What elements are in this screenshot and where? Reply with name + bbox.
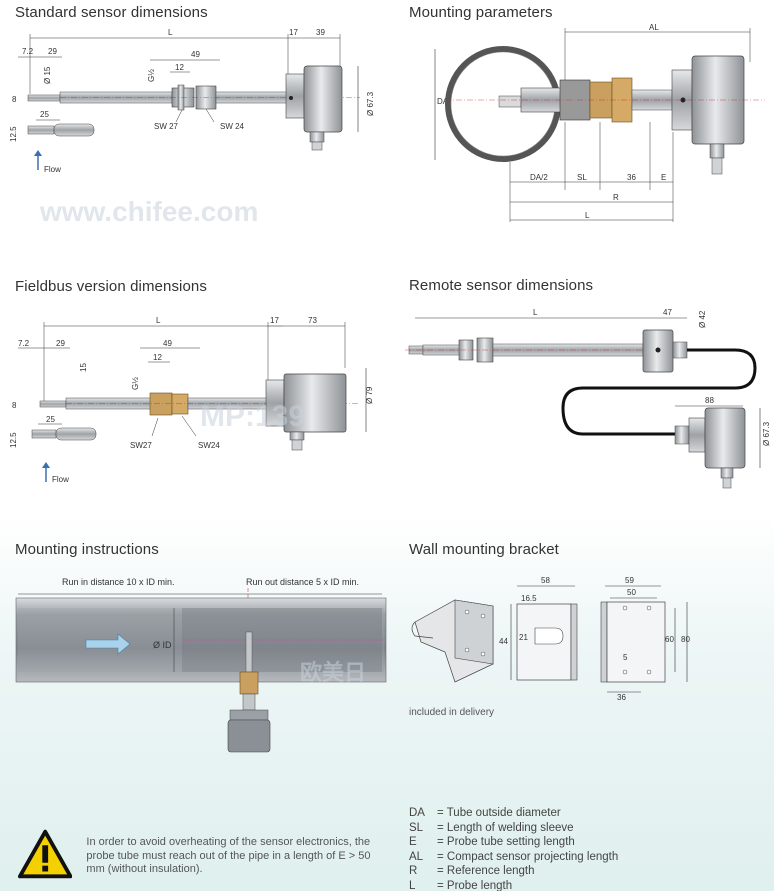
dim-fb-12: 12 xyxy=(153,353,162,362)
label-id: Ø ID xyxy=(153,640,172,650)
dim-br-50: 50 xyxy=(627,588,636,597)
legend-key: R xyxy=(409,865,418,877)
dim-fb-7-2: 7.2 xyxy=(18,339,30,348)
dim-8: 8 xyxy=(12,95,17,104)
warning-text: In order to avoid overheating of the sen… xyxy=(86,836,371,875)
dim-d15: Ø 15 xyxy=(43,66,52,84)
wall-bracket-drawing: 58 16.5 44 21 59 50 60 80 5 36 xyxy=(411,576,690,702)
dim-br-16-5: 16.5 xyxy=(521,594,537,603)
dim-12: 12 xyxy=(175,63,184,72)
fieldbus-drawing: L 17 73 7.2 29 49 12 15 G½ 8 Ø 79 SW27 S… xyxy=(9,316,374,484)
dim-DA2: DA/2 xyxy=(530,173,548,182)
dim-SL: SL xyxy=(577,173,587,182)
title-mounting-instructions: Mounting instructions xyxy=(15,541,159,558)
legend-row: L = Probe length xyxy=(409,879,618,891)
title-standard-sensor: Standard sensor dimensions xyxy=(15,4,208,21)
label-flow: Flow xyxy=(44,165,61,174)
legend-row: DA = Tube outside diameter xyxy=(409,806,618,821)
dim-25: 25 xyxy=(40,110,49,119)
legend-text: = Length of welding sleeve xyxy=(437,821,574,834)
dim-rm-42: Ø 42 xyxy=(698,310,707,328)
mounting-parameters-drawing: AL DA DA/2 SL 36 E R L xyxy=(434,23,765,222)
label-run-out: Run out distance 5 x ID min. xyxy=(246,577,359,587)
dim-fb-73: 73 xyxy=(308,316,317,325)
legend-text: = Tube outside diameter xyxy=(437,807,561,819)
legend-key: E xyxy=(409,836,417,848)
legend-key: AL xyxy=(409,850,424,863)
legend-text: = Probe tube setting length xyxy=(437,836,575,848)
dim-AL: AL xyxy=(649,23,659,32)
label-run-in: Run in distance 10 x ID min. xyxy=(62,577,175,587)
dim-rm-L: L xyxy=(533,308,538,317)
dim-rm-88: 88 xyxy=(705,396,714,405)
dim-fb-g12: G½ xyxy=(131,377,140,390)
dim-39: 39 xyxy=(316,28,325,37)
dim-br-80: 80 xyxy=(681,635,690,644)
dim-d67-3: Ø 67.3 xyxy=(366,91,375,116)
dim-DA: DA xyxy=(437,97,449,106)
dim-g12: G½ xyxy=(147,69,156,82)
label-sw27: SW 27 xyxy=(154,122,179,131)
dim-E: E xyxy=(661,173,666,182)
dim-br-58: 58 xyxy=(541,576,550,585)
watermark-chinese: 欧美日 xyxy=(300,660,367,685)
dim-49: 49 xyxy=(191,50,200,59)
dim-fb-79: Ø 79 xyxy=(365,386,374,404)
dim-br-60: 60 xyxy=(665,635,674,644)
remote-sensor-drawing: L 47 Ø 42 88 Ø 67.3 xyxy=(405,308,771,489)
label-fb-flow: Flow xyxy=(52,475,69,484)
legend-key: DA xyxy=(409,807,425,819)
legend-text: = Probe length xyxy=(437,879,513,891)
dim-17: 17 xyxy=(289,28,298,37)
legend-row: R = Reference length xyxy=(409,864,618,879)
dim-36: 36 xyxy=(627,173,636,182)
label-sw24: SW 24 xyxy=(220,122,245,131)
title-wall-bracket: Wall mounting bracket xyxy=(409,541,559,558)
title-fieldbus: Fieldbus version dimensions xyxy=(15,278,207,295)
warning-box: In order to avoid overheating of the sen… xyxy=(18,828,378,886)
dim-br-44: 44 xyxy=(499,637,508,646)
dim-29: 29 xyxy=(48,47,57,56)
mounting-instructions-drawing: Run in distance 10 x ID min. Run out dis… xyxy=(15,577,387,753)
legend-text: = Reference length xyxy=(437,865,535,877)
legend-key: L xyxy=(409,879,416,891)
dim-fb-17: 17 xyxy=(270,316,279,325)
legend-text: = Compact sensor projecting length xyxy=(437,850,619,863)
label-fb-sw24: SW24 xyxy=(198,441,220,450)
standard-sensor-drawing: L 17 39 7.2 29 49 12 G½ Ø 15 8 Ø 67.3 SW… xyxy=(9,28,375,174)
abbreviation-legend: DA = Tube outside diameter SL = Length of … xyxy=(409,806,618,891)
included-in-delivery: included in delivery xyxy=(409,707,495,718)
dim-rm-47: 47 xyxy=(663,308,672,317)
dim-fb-15: 15 xyxy=(79,363,88,372)
dim-7-2: 7.2 xyxy=(22,47,34,56)
label-fb-sw27: SW27 xyxy=(130,441,152,450)
warning-triangle-icon xyxy=(18,829,73,879)
watermark-phone: MP:139 xyxy=(200,400,306,433)
dim-fb-8: 8 xyxy=(12,401,17,410)
dim-L2: L xyxy=(585,211,590,220)
legend-row: AL = Compact sensor projecting length xyxy=(409,850,618,865)
dim-br-5: 5 xyxy=(623,653,628,662)
dim-fb-25: 25 xyxy=(46,415,55,424)
dim-br-36: 36 xyxy=(617,693,626,702)
legend-row: E = Probe tube setting length xyxy=(409,835,618,850)
legend-key: SL xyxy=(409,821,424,834)
dim-L: L xyxy=(168,28,173,37)
dim-br-21: 21 xyxy=(519,633,528,642)
dim-rm-67-3: Ø 67.3 xyxy=(762,421,771,446)
dim-fb-29: 29 xyxy=(56,339,65,348)
watermark-website: www.chifee.com xyxy=(40,196,259,227)
dim-12-5: 12.5 xyxy=(9,126,18,142)
dim-fb-L: L xyxy=(156,316,161,325)
title-mounting-parameters: Mounting parameters xyxy=(409,4,553,21)
dim-br-59: 59 xyxy=(625,576,634,585)
dim-fb-49: 49 xyxy=(163,339,172,348)
dim-fb-12-5: 12.5 xyxy=(9,432,18,448)
legend-row: SL = Length of welding sleeve xyxy=(409,821,618,836)
dim-R: R xyxy=(613,193,619,202)
title-remote-sensor: Remote sensor dimensions xyxy=(409,277,594,294)
